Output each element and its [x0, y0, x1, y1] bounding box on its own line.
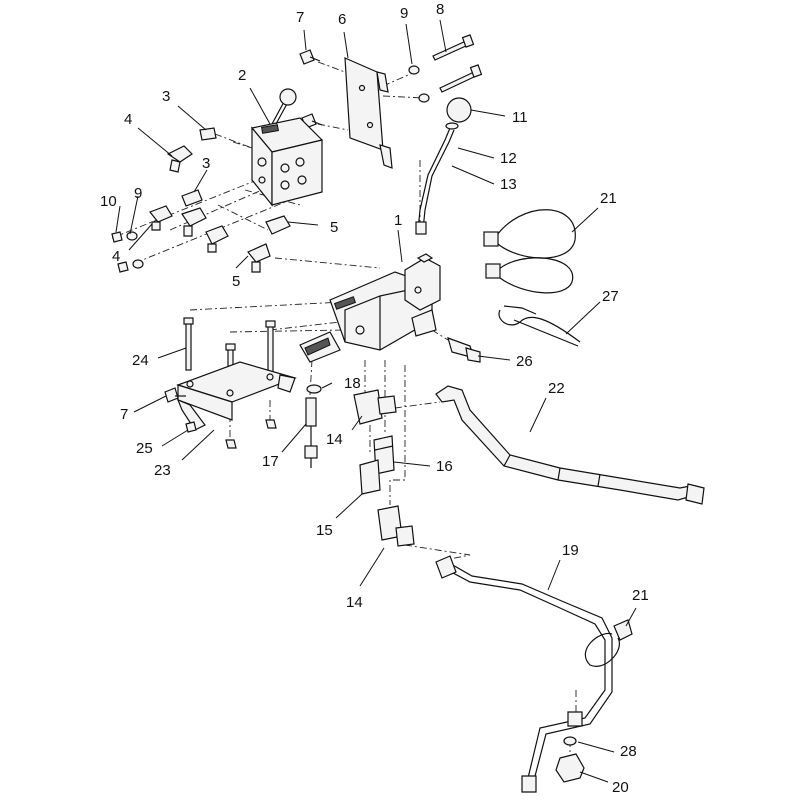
callout-23: 23 [154, 462, 171, 479]
callout-labels: 1 2 3 3 4 4 5 5 6 7 7 8 9 9 10 11 12 13 … [100, 1, 649, 796]
part-4-elbow-lower [181, 207, 207, 237]
callout-10: 10 [100, 193, 117, 210]
callout-3-middle: 3 [202, 155, 210, 172]
part-9-washers-left [126, 231, 144, 269]
callout-5-bottom: 5 [232, 273, 240, 290]
part-14-elbow-lower [377, 505, 415, 547]
callout-16: 16 [436, 458, 453, 475]
callout-4-top: 4 [124, 111, 132, 128]
callout-3-top: 3 [162, 88, 170, 105]
part-2-valve-block [250, 88, 324, 207]
callout-1: 1 [394, 212, 402, 229]
callout-24: 24 [132, 352, 149, 369]
callout-28: 28 [620, 743, 637, 760]
callout-2: 2 [238, 67, 246, 84]
part-15-adapter [359, 459, 381, 495]
part-20-cap-nut [555, 753, 585, 783]
part-1-control-valve [299, 253, 441, 363]
callout-6: 6 [338, 11, 346, 28]
part-23-mounting-plate [176, 361, 297, 431]
callout-8: 8 [436, 1, 444, 18]
callout-11: 11 [512, 109, 528, 126]
part-14-elbow-upper [353, 389, 397, 425]
callout-4-bottom: 4 [112, 248, 120, 265]
part-4-elbow-middle [149, 205, 173, 231]
part-17-switch [304, 397, 318, 468]
callout-14-lower: 14 [346, 594, 363, 611]
part-21-clamps-upper [483, 209, 576, 294]
part-18-o-ring [306, 384, 322, 394]
callout-5-right: 5 [330, 219, 338, 236]
callout-14-upper: 14 [326, 431, 343, 448]
part-25-nuts [185, 419, 277, 449]
callout-17: 17 [262, 453, 279, 470]
part-7-bolt-lower [164, 387, 186, 403]
callout-22: 22 [548, 380, 565, 397]
part-7-bolt-top [299, 49, 321, 65]
part-11-knob [446, 97, 472, 123]
part-3-fitting-top [199, 127, 217, 141]
part-28-washer [563, 736, 577, 746]
callout-7-top: 7 [296, 9, 304, 26]
callout-9-left: 9 [134, 185, 142, 202]
part-5-elbow-left [205, 225, 229, 253]
callout-12: 12 [500, 150, 517, 167]
callout-27: 27 [602, 288, 619, 305]
part-10-nuts [111, 231, 129, 273]
part-9-washers-top [408, 65, 430, 103]
part-19-tube [435, 555, 613, 793]
callout-20: 20 [612, 779, 629, 796]
callout-25: 25 [136, 440, 153, 457]
part-5-elbow-right [265, 215, 291, 235]
part-8-long-bolts [432, 34, 483, 93]
part-26-fitting [447, 337, 481, 363]
callout-19: 19 [562, 542, 579, 559]
callout-15: 15 [316, 522, 333, 539]
callout-7-lower: 7 [120, 406, 128, 423]
callout-leaders [115, 19, 637, 783]
part-4-elbow-top [166, 145, 193, 173]
callout-21-upper: 21 [600, 190, 617, 207]
part-21-clamp-lower [584, 619, 633, 667]
part-5-elbow-bottom [247, 243, 271, 273]
part-3-fitting-middle [181, 189, 203, 207]
callout-13: 13 [500, 176, 517, 193]
callout-26: 26 [516, 353, 533, 370]
part-22-hose [435, 385, 705, 505]
part-6-bracket [344, 57, 393, 169]
callout-21-lower: 21 [632, 587, 649, 604]
callout-18: 18 [344, 375, 361, 392]
part-12-knob-collar [445, 122, 459, 130]
part-13-lever [415, 127, 455, 235]
part-27-cable-tie [498, 305, 581, 347]
callout-9-top: 9 [400, 5, 408, 22]
